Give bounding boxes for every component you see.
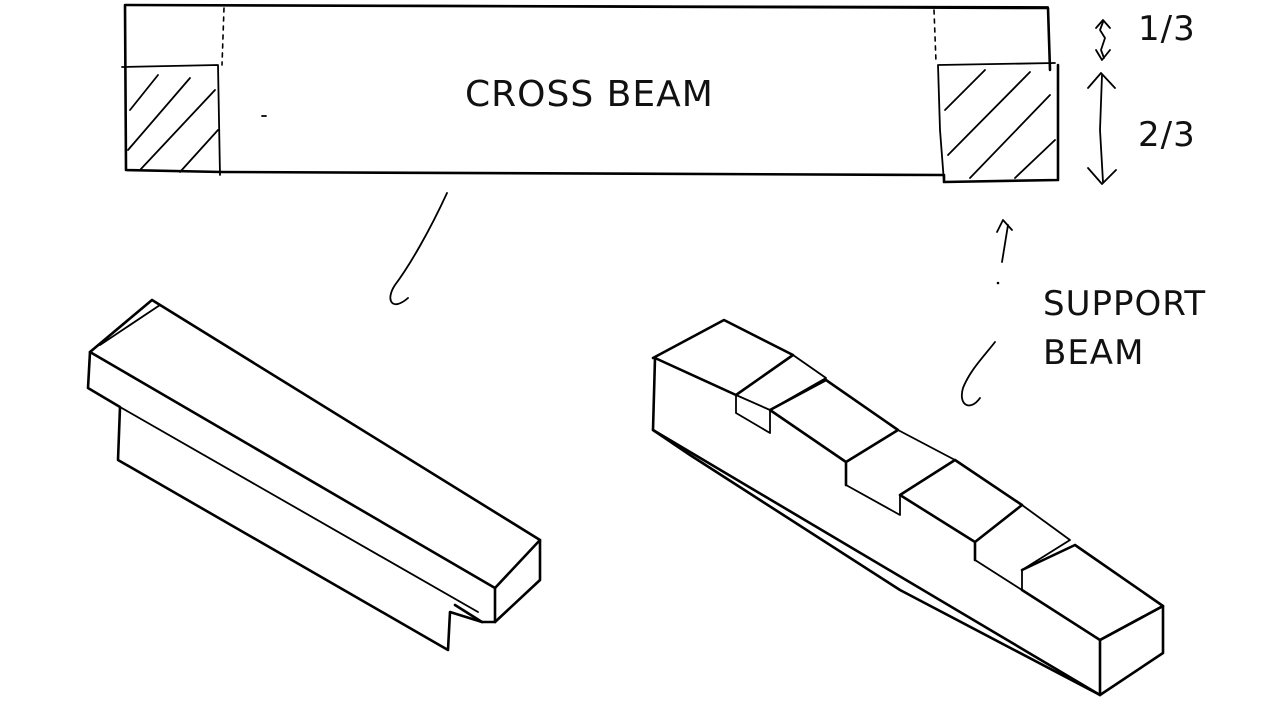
dashed-guide-left [221,7,225,66]
pointer-to-support-beam [960,341,996,407]
support-hatch-left [127,74,219,173]
notch-line-right [937,62,1056,183]
notch-2 [845,429,956,516]
cross-beam-side-face [86,350,497,652]
dimension-marks: 1/3 2/3 [1087,9,1196,185]
support-hatch-right [944,69,1056,179]
cross-beam-top-face [88,298,542,590]
pointer-dot [996,281,1000,285]
dim-arrow-top [1095,19,1111,61]
block-2 [768,378,900,487]
cross-beam-top-edge [124,4,1049,8]
dashed-guide-right [933,9,937,63]
block-4 [1020,543,1165,642]
cross-section-view: CROSS BEAM [121,3,1060,184]
cross-beam-top-rail [99,304,161,346]
cross-beam-isometric [86,298,542,652]
support-beam-label-line1: SUPPORT [1043,284,1206,324]
cross-beam-tongue-line [119,406,479,613]
notch-1 [735,354,827,434]
cross-beam-end-face [453,538,542,624]
cross-beam-outline [123,3,1060,184]
pointer-to-support-top [996,219,1013,263]
support-beam-outline [651,318,1165,697]
notch-line-left [121,64,221,176]
dim-label-bottom: 2/3 [1138,115,1196,155]
dim-arrow-bottom [1087,72,1117,185]
notch-3 [974,504,1071,591]
support-beam-bottom-edge [651,428,1102,697]
support-beam-label-line2: BEAM [1043,333,1144,373]
dim-label-top: 1/3 [1138,9,1196,49]
cross-beam-label: CROSS BEAM [465,74,714,115]
block-3 [898,458,1024,562]
pointer-to-cross-beam [389,192,448,305]
support-beam-isometric [651,318,1165,697]
